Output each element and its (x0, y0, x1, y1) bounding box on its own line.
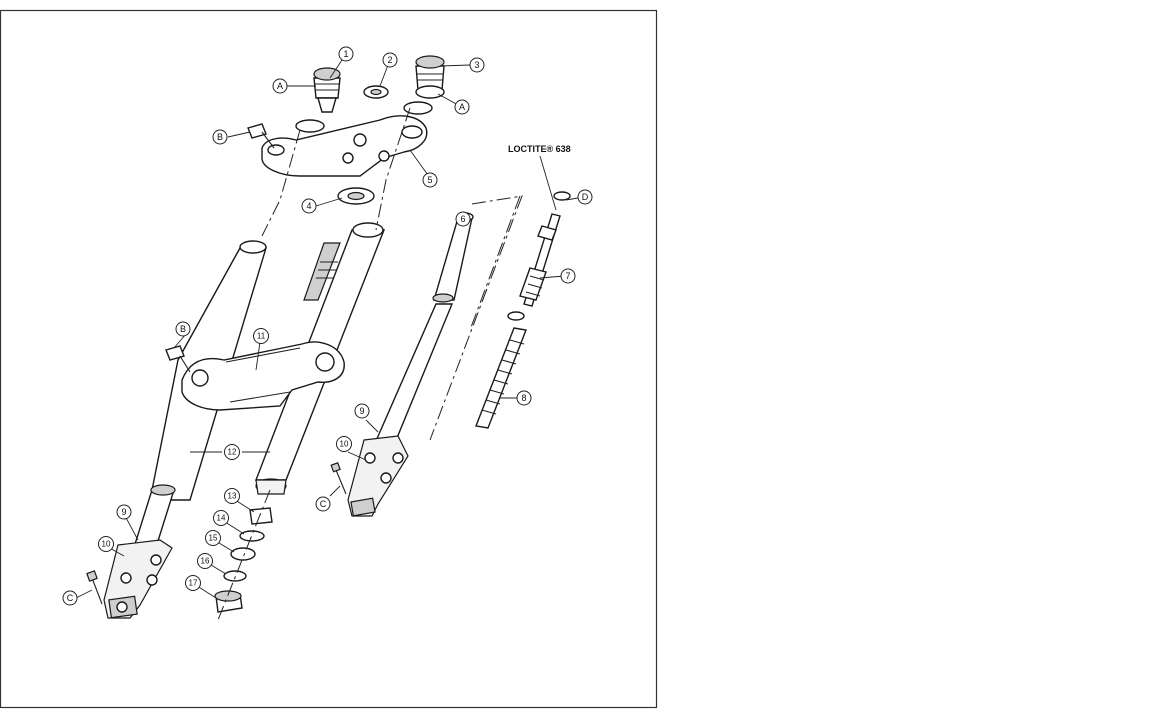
svg-text:4: 4 (306, 201, 311, 211)
spring-8 (475, 327, 527, 429)
callout-13: 13 (224, 488, 240, 504)
svg-text:5: 5 (427, 175, 432, 185)
callout-9-left: 9 (116, 504, 132, 520)
svg-text:12: 12 (228, 448, 237, 457)
svg-text:2: 2 (387, 55, 392, 65)
svg-text:6: 6 (460, 214, 465, 224)
callout-B-top: B (212, 129, 228, 145)
exploded-right-leg (330, 191, 571, 517)
callout-7: 7 (560, 268, 576, 284)
callout-10-left: 10 (98, 536, 114, 552)
svg-text:10: 10 (340, 440, 349, 449)
callout-2: 2 (382, 52, 398, 68)
svg-text:D: D (582, 192, 589, 202)
svg-text:A: A (277, 81, 283, 91)
callout-C-right: C (315, 496, 331, 512)
svg-text:C: C (320, 499, 327, 509)
callout-16: 16 (197, 553, 213, 569)
svg-text:15: 15 (209, 534, 218, 543)
callout-C-left: C (62, 590, 78, 606)
svg-text:A: A (459, 102, 465, 112)
svg-text:13: 13 (228, 492, 237, 501)
svg-text:9: 9 (121, 507, 126, 517)
svg-text:14: 14 (217, 514, 226, 523)
callout-D: D (577, 189, 593, 205)
callout-5: 5 (422, 172, 438, 188)
loctite-note: LOCTITE® 638 (508, 144, 571, 154)
callout-B-lower: B (175, 321, 191, 337)
callout-8: 8 (516, 390, 532, 406)
left-fork-assembly (86, 55, 445, 621)
svg-text:17: 17 (189, 579, 198, 588)
svg-text:B: B (217, 132, 223, 142)
callout-9-right: 9 (354, 403, 370, 419)
callout-14: 14 (213, 510, 229, 526)
callout-4: 4 (301, 198, 317, 214)
svg-text:1: 1 (343, 49, 348, 59)
callouts: 1 2 3 4 5 6 7 8 9 9 10 10 11 12 13 14 15… (62, 46, 593, 606)
callout-A-left: A (272, 78, 288, 94)
svg-text:8: 8 (521, 393, 526, 403)
diagram-frame (0, 9, 658, 709)
svg-text:9: 9 (359, 406, 364, 416)
svg-text:7: 7 (565, 271, 570, 281)
callout-12: 12 (224, 444, 240, 460)
callout-15: 15 (205, 530, 221, 546)
svg-text:10: 10 (102, 540, 111, 549)
callout-17: 17 (185, 575, 201, 591)
callout-10-right: 10 (336, 436, 352, 452)
callout-1: 1 (338, 46, 354, 62)
svg-text:3: 3 (474, 60, 479, 70)
svg-text:16: 16 (201, 557, 210, 566)
damper-7 (507, 191, 571, 321)
svg-text:B: B (180, 324, 186, 334)
callout-3: 3 (469, 57, 485, 73)
callout-6: 6 (455, 211, 471, 227)
callout-A-right: A (454, 99, 470, 115)
callout-11: 11 (253, 328, 269, 344)
svg-text:11: 11 (257, 332, 266, 341)
svg-text:C: C (67, 593, 74, 603)
